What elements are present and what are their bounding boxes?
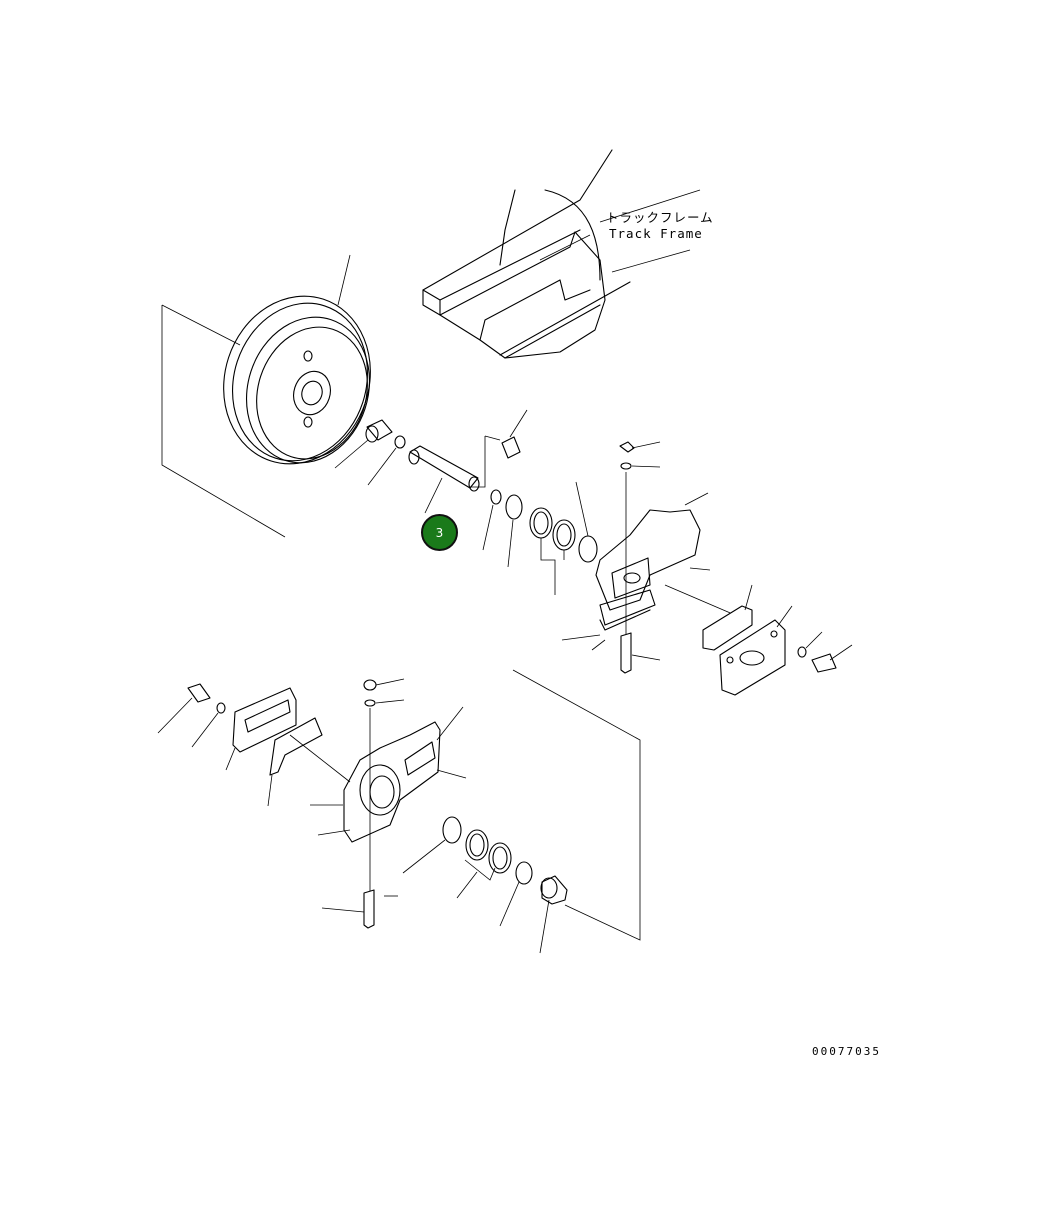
shaft-assembly [334,409,598,595]
lower-support-bracket [157,678,568,954]
track-frame [422,149,701,359]
track-frame-label-jp: トラックフレーム [606,210,714,225]
drawing-number: 00077035 [812,1045,881,1058]
track-frame-label-en: Track Frame [609,226,703,241]
part-callout-3[interactable]: 3 [421,514,458,551]
upper-support-bracket [561,441,853,696]
wheel-group-bracket [161,305,286,538]
idler-wheel [223,254,371,465]
lower-group-bracket [512,669,641,941]
